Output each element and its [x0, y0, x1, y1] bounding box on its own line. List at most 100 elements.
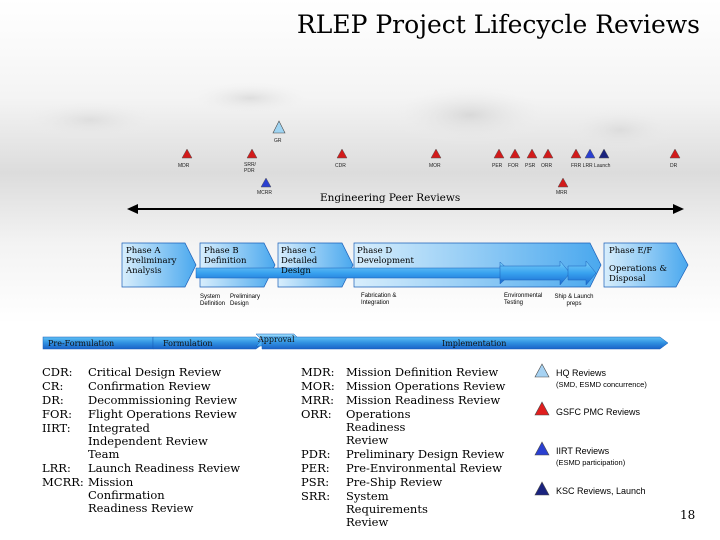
glossary-term: PSR:: [301, 475, 330, 489]
glossary-term: MCRR:: [42, 475, 84, 489]
per-label: PER: [492, 163, 503, 169]
engineering-peer-reviews-label: Engineering Peer Reviews: [320, 192, 461, 204]
phase-ef-label: Phase E/F: [609, 246, 653, 256]
for-milestone-triangle: [509, 148, 521, 159]
dr-label: DR: [670, 163, 678, 169]
glossary-definition: System Requirements Review: [346, 489, 428, 529]
gr-label: GR: [274, 138, 282, 144]
legend-hq-sublabel: (SMD, ESMD concurrence): [556, 380, 647, 389]
glossary-entry: ORR: Operations Readiness Review: [301, 408, 516, 447]
glossary-entry: SRR: System Requirements Review: [301, 490, 516, 529]
gsfc-legend-triangle: [534, 401, 550, 416]
glossary-term: MDR:: [301, 365, 335, 379]
glossary-definition: Mission Definition Review: [346, 365, 499, 379]
mor-label: MOR: [429, 163, 441, 169]
legend-hq-label: HQ Reviews: [556, 368, 607, 378]
glossary-definition: Mission Operations Review: [346, 379, 506, 393]
glossary-entry: DR: Decommissioning Review: [42, 394, 292, 407]
psr-milestone-triangle: [526, 148, 538, 159]
glossary-definition: Pre-Ship Review: [346, 475, 443, 489]
fabrication-integration-label: Fabrication & Integration: [361, 293, 397, 306]
srr-pdr-label: SRR/ PDR: [244, 162, 256, 174]
mrr-milestone-triangle: [557, 177, 569, 188]
orr-milestone-triangle: [542, 148, 554, 159]
glossary-definition: Confirmation Review: [88, 379, 211, 393]
glossary-entry: CDR: Critical Design Review: [42, 366, 292, 379]
approval-label: Approval: [258, 335, 295, 344]
testing-arrow: [499, 260, 571, 286]
glossary-definition: Critical Design Review: [88, 365, 222, 379]
formulation-label: Formulation: [163, 339, 213, 348]
glossary-entry: MOR: Mission Operations Review: [301, 380, 516, 393]
glossary-term: MRR:: [301, 393, 334, 407]
implementation-label: Implementation: [442, 339, 507, 348]
legend-gsfc-label: GSFC PMC Reviews: [556, 407, 641, 417]
srr-pdr-milestone-triangle: [246, 148, 258, 159]
system-definition-label: System Definition: [200, 294, 226, 307]
glossary-entry: FOR: Flight Operations Review: [42, 408, 292, 421]
launch-prep-arrow: [567, 260, 597, 286]
glossary-entry: MCRR: Mission Confirmation Readiness Rev…: [42, 476, 292, 515]
page-number: 18: [680, 508, 696, 522]
legend-iirt-label: IIRT Reviews: [556, 446, 610, 456]
glossary-definition: Operations Readiness Review: [346, 407, 411, 447]
glossary-definition: Mission Confirmation Readiness Review: [88, 475, 194, 515]
glossary-term: MOR:: [301, 379, 335, 393]
gr-milestone-triangle: [272, 120, 286, 134]
phase-c-label: Phase C Detailed Design: [281, 246, 318, 276]
glossary-term: PER:: [301, 461, 330, 475]
mdr-label: MDR: [178, 163, 190, 169]
glossary-entry: MDR: Mission Definition Review: [301, 366, 516, 379]
mcrr-label: MCRR: [257, 190, 272, 196]
glossary-definition: Integrated Independent Review Team: [88, 421, 208, 461]
glossary-term: LRR:: [42, 461, 71, 475]
glossary-definition: Decommissioning Review: [88, 393, 238, 407]
per-milestone-triangle: [493, 148, 505, 159]
glossary-term: PDR:: [301, 447, 331, 461]
glossary-entry: PER: Pre-Environmental Review: [301, 462, 516, 475]
mcrr-milestone-triangle: [260, 177, 272, 188]
preliminary-design-label: Preliminary Design: [230, 294, 261, 307]
glossary-entry: MRR: Mission Readiness Review: [301, 394, 516, 407]
glossary-right: MDR: Mission Definition Review MOR: Miss…: [301, 366, 516, 529]
glossary-definition: Pre-Environmental Review: [346, 461, 502, 475]
glossary-left: CDR: Critical Design Review CR: Confirma…: [42, 366, 292, 515]
glossary-term: CR:: [42, 379, 64, 393]
orr-label: ORR: [541, 163, 553, 169]
psr-label: PSR: [525, 163, 536, 169]
hq-legend-triangle: [534, 363, 550, 378]
phase-a-box: [121, 242, 197, 288]
glossary-definition: Launch Readiness Review: [88, 461, 241, 475]
launch-milestone-triangle: [598, 148, 610, 159]
cdr-milestone-triangle: [336, 148, 348, 159]
glossary-entry: CR: Confirmation Review: [42, 380, 292, 393]
glossary-definition: Mission Readiness Review: [346, 393, 501, 407]
glossary-term: IIRT:: [42, 421, 71, 435]
mdr-milestone-triangle: [181, 148, 193, 159]
phase-b-label: Phase B Definition: [204, 246, 247, 266]
phase-ef-box: [603, 242, 689, 288]
frr-lrr-launch-label: FRR LRR Launch: [571, 163, 611, 169]
glossary-definition: Flight Operations Review: [88, 407, 237, 421]
glossary-term: ORR:: [301, 407, 332, 421]
glossary-entry: PSR: Pre-Ship Review: [301, 476, 516, 489]
dr-milestone-triangle: [669, 148, 681, 159]
iirt-legend-triangle: [534, 441, 550, 456]
legend-iirt-sublabel: (ESMD participation): [556, 458, 626, 467]
ship-launch-preps-label: Ship & Launch preps: [554, 294, 594, 307]
mrr-label: MRR: [556, 190, 568, 196]
glossary-term: FOR:: [42, 407, 72, 421]
for-label: FOR: [508, 163, 519, 169]
glossary-term: DR:: [42, 393, 64, 407]
ksc-legend-triangle: [534, 481, 550, 496]
glossary-definition: Preliminary Design Review: [346, 447, 505, 461]
environmental-testing-label: Environmental Testing: [504, 293, 543, 306]
implementation-bar: [261, 336, 669, 350]
glossary-entry: LRR: Launch Readiness Review: [42, 462, 292, 475]
glossary-entry: PDR: Preliminary Design Review: [301, 448, 516, 461]
glossary-term: CDR:: [42, 365, 73, 379]
cdr-label: CDR: [335, 163, 346, 169]
phase-d-label: Phase D Development: [357, 246, 414, 266]
